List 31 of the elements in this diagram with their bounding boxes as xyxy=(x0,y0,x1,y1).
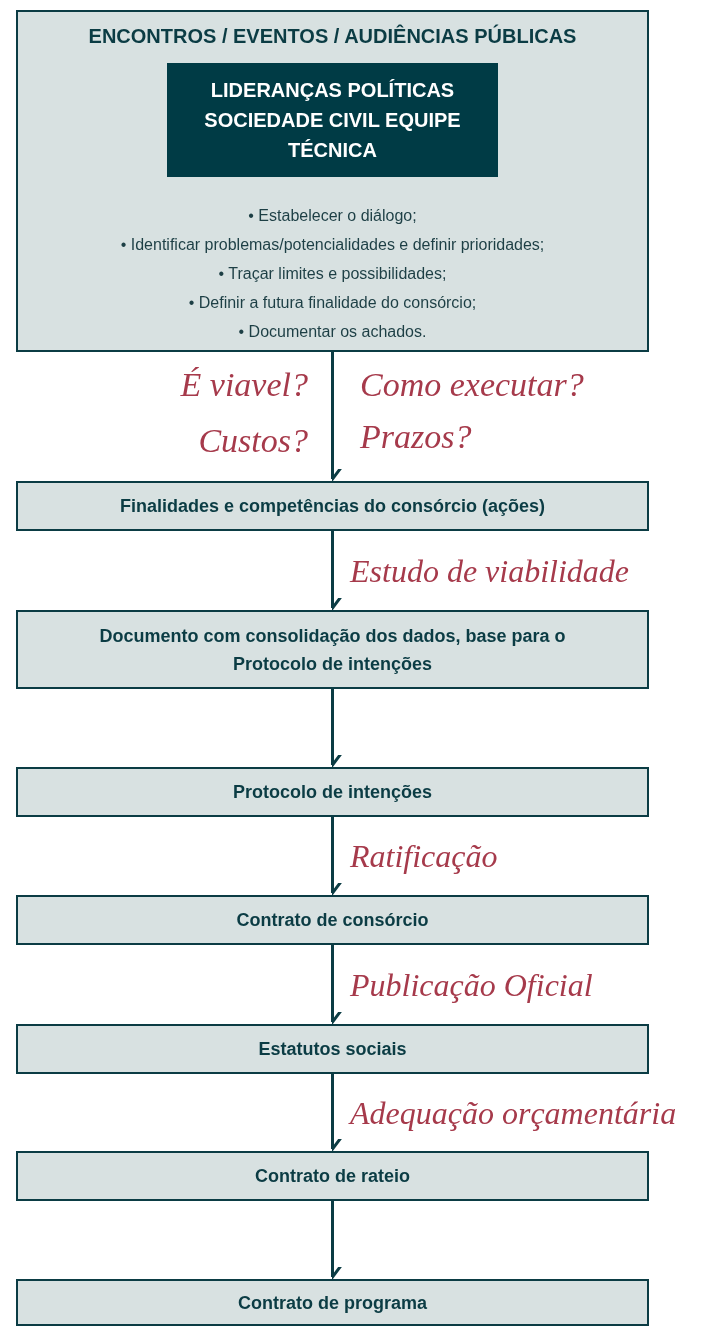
edge-label: Adequação orçamentária xyxy=(350,1093,677,1133)
process-box xyxy=(16,895,649,945)
panel-heading: ENCONTROS / EVENTOS / AUDIÊNCIAS PÚBLICAS xyxy=(88,23,577,49)
edge-label: Ratificação xyxy=(350,837,498,876)
process-box xyxy=(16,1024,649,1074)
handwritten-note: É viavel? xyxy=(180,365,308,405)
edge-label: Publicação Oficial xyxy=(350,965,593,1005)
box-label: Contrato de programa xyxy=(237,1291,428,1315)
box-label: Protocolo de intenções xyxy=(232,781,433,804)
process-box xyxy=(16,767,649,817)
box-label: Finalidades e competências do consórcio (ações) xyxy=(118,495,547,518)
process-box xyxy=(16,481,649,531)
group-box xyxy=(167,62,498,177)
bullet-item: • Documentar os achados. xyxy=(238,321,427,342)
box-label: Contrato de rateio xyxy=(254,1165,411,1188)
box-label: Contrato de consórcio xyxy=(235,909,430,932)
bullet-item: • Traçar limites e possibilidades; xyxy=(218,263,447,284)
bullet-item: • Estabelecer o diálogo; xyxy=(248,205,417,226)
panel-box xyxy=(16,10,649,352)
bullet-item: • Definir a futura finalidade do consórcio; xyxy=(188,292,477,313)
handwritten-note: Custos? xyxy=(198,421,308,461)
box-label: Documento com consolidação dos dados, base para o Protocolo de intenções xyxy=(98,624,567,676)
process-box xyxy=(16,1279,649,1326)
bullet-item: • Identificar problemas/potencialidades e definir prioridades; xyxy=(120,234,545,255)
edge-label: Estudo de viabilidade xyxy=(350,551,630,591)
handwritten-note: Como executar? xyxy=(360,365,584,405)
box-label: Estatutos sociais xyxy=(257,1038,408,1061)
process-box xyxy=(16,1151,649,1201)
handwritten-note: Prazos? xyxy=(360,417,472,457)
process-box xyxy=(16,610,649,689)
group-label: LIDERANÇAS POLÍTICAS SOCIEDADE CIVIL EQUIPE TÉCNICA xyxy=(203,77,462,163)
